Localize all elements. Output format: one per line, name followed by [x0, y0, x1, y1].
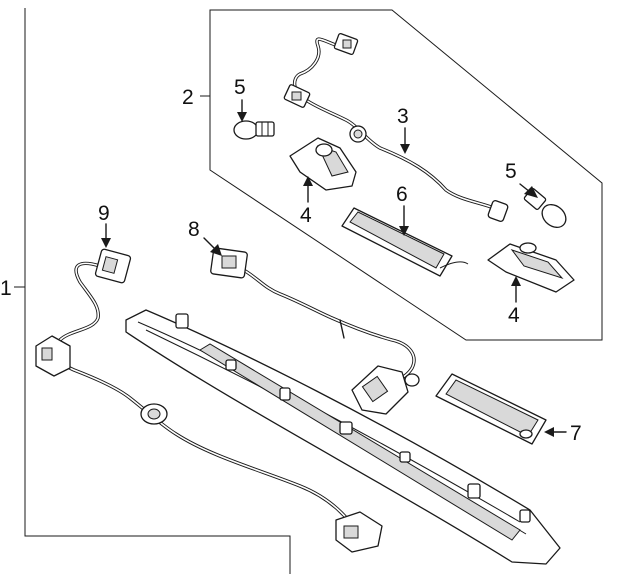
callout-8: 8: [188, 218, 200, 241]
assembly-1-boundary: [24, 8, 291, 574]
rear-garnish-bar: [125, 309, 561, 565]
wiring-harness-3: [283, 32, 509, 222]
bulb-5-left: [233, 120, 275, 140]
callout-5-left: 5: [234, 76, 246, 99]
wiring-harness-9: [35, 248, 383, 553]
callout-3: 3: [397, 105, 409, 128]
lamp-7: [435, 373, 547, 445]
callout-4-right: 4: [508, 304, 520, 327]
callout-1: 1: [0, 277, 12, 300]
license-lamp-6: [341, 207, 469, 277]
lamp-housing-4-right: [487, 242, 575, 293]
wiring-harness-8: [210, 247, 420, 415]
callout-5-right: 5: [505, 160, 517, 183]
callout-9: 9: [98, 202, 110, 225]
callout-arrows: [101, 99, 567, 437]
callout-6: 6: [396, 183, 408, 206]
callout-4-left: 4: [300, 204, 312, 227]
callout-2: 2: [182, 86, 194, 109]
callout-7: 7: [570, 422, 582, 445]
lamp-housing-4-left: [289, 137, 357, 191]
subassembly-2-boundary: [209, 9, 603, 341]
